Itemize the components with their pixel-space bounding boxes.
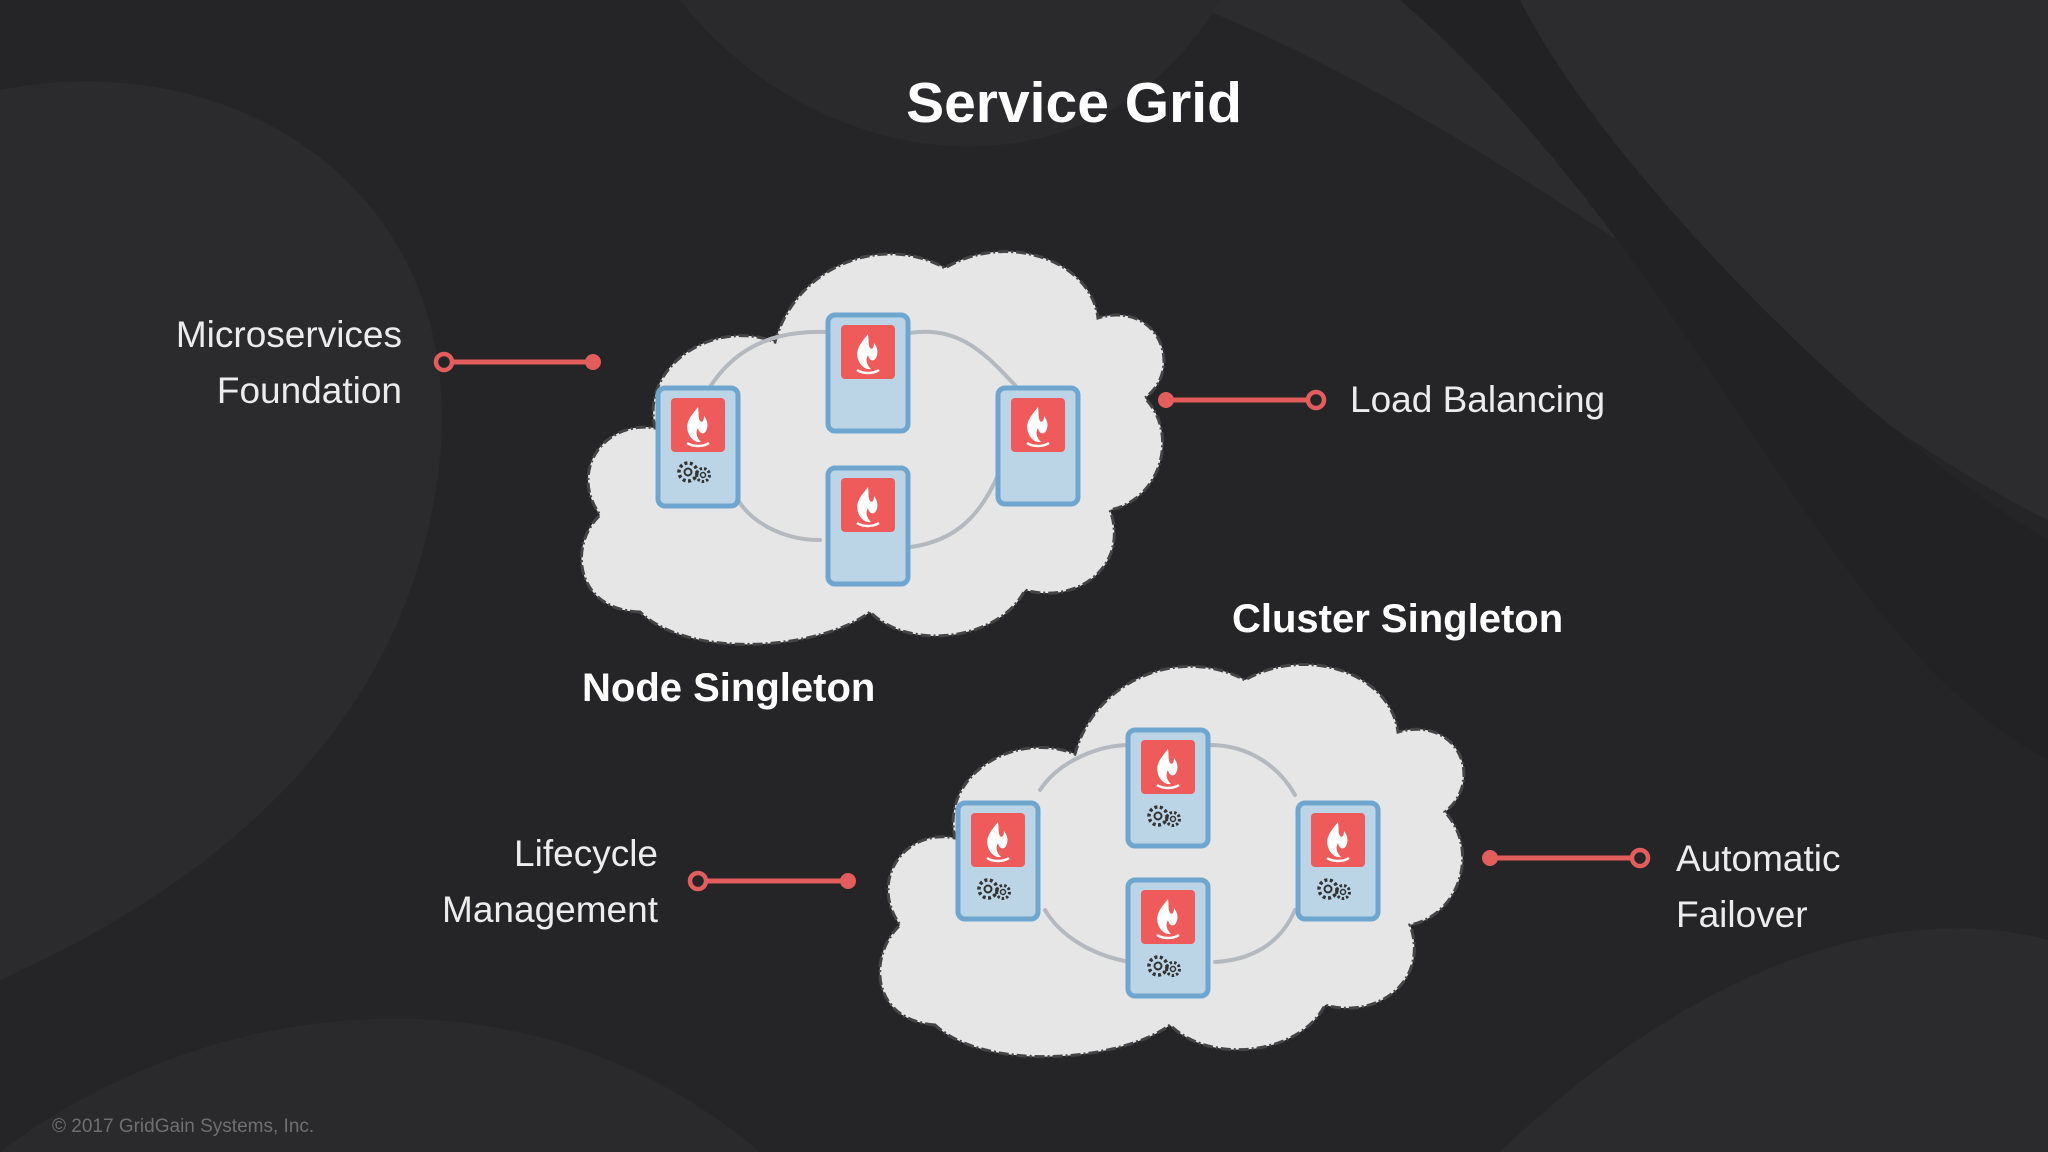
ignite-flame-icon <box>1139 738 1197 796</box>
node-card <box>995 385 1081 507</box>
feature-line: Load Balancing <box>1350 379 1606 420</box>
feature-line: Management <box>442 889 658 930</box>
feature-line: Foundation <box>216 370 402 411</box>
cloud-ring <box>1038 743 1297 964</box>
ignite-flame-icon <box>669 396 727 454</box>
feature-lifecycle: Lifecycle Management <box>356 826 658 938</box>
feature-line: Microservices <box>175 314 402 355</box>
node-card <box>825 465 911 587</box>
node-card <box>955 800 1041 922</box>
feature-load-balancing: Load Balancing <box>1350 372 1605 428</box>
feature-line: Lifecycle <box>514 833 658 874</box>
feature-line: Automatic <box>1676 838 1841 879</box>
feature-line: Failover <box>1676 894 1808 935</box>
cloud-shape <box>878 663 1466 1059</box>
feature-failover: Automatic Failover <box>1676 831 1841 943</box>
node-singleton-cloud <box>580 250 1166 646</box>
ignite-flame-icon <box>969 811 1027 869</box>
node-singleton-label: Node Singleton <box>582 666 876 710</box>
cluster-singleton-label: Cluster Singleton <box>1232 597 1564 641</box>
ignite-flame-icon <box>839 323 897 381</box>
node-card <box>1295 800 1381 922</box>
connector-load-balancing <box>1158 389 1327 411</box>
feature-microservices: Microservices Foundation <box>100 307 402 419</box>
cloud-ring <box>698 329 1017 550</box>
node-card <box>1125 877 1211 999</box>
cluster-singleton-cloud <box>878 663 1466 1059</box>
connector-failover <box>1482 847 1651 869</box>
copyright-notice: © 2017 GridGain Systems, Inc. <box>52 1116 315 1137</box>
node-card <box>1125 727 1211 849</box>
ignite-flame-icon <box>1009 396 1067 454</box>
cloud-shape <box>580 250 1166 646</box>
node-card <box>655 385 741 509</box>
ignite-flame-icon <box>1139 888 1197 946</box>
connector-lifecycle <box>687 870 856 892</box>
slide-title: Service Grid <box>906 71 1242 135</box>
connector-microservices <box>433 351 601 373</box>
node-card <box>825 312 911 434</box>
ignite-flame-icon <box>1309 811 1367 869</box>
ignite-flame-icon <box>839 476 897 534</box>
